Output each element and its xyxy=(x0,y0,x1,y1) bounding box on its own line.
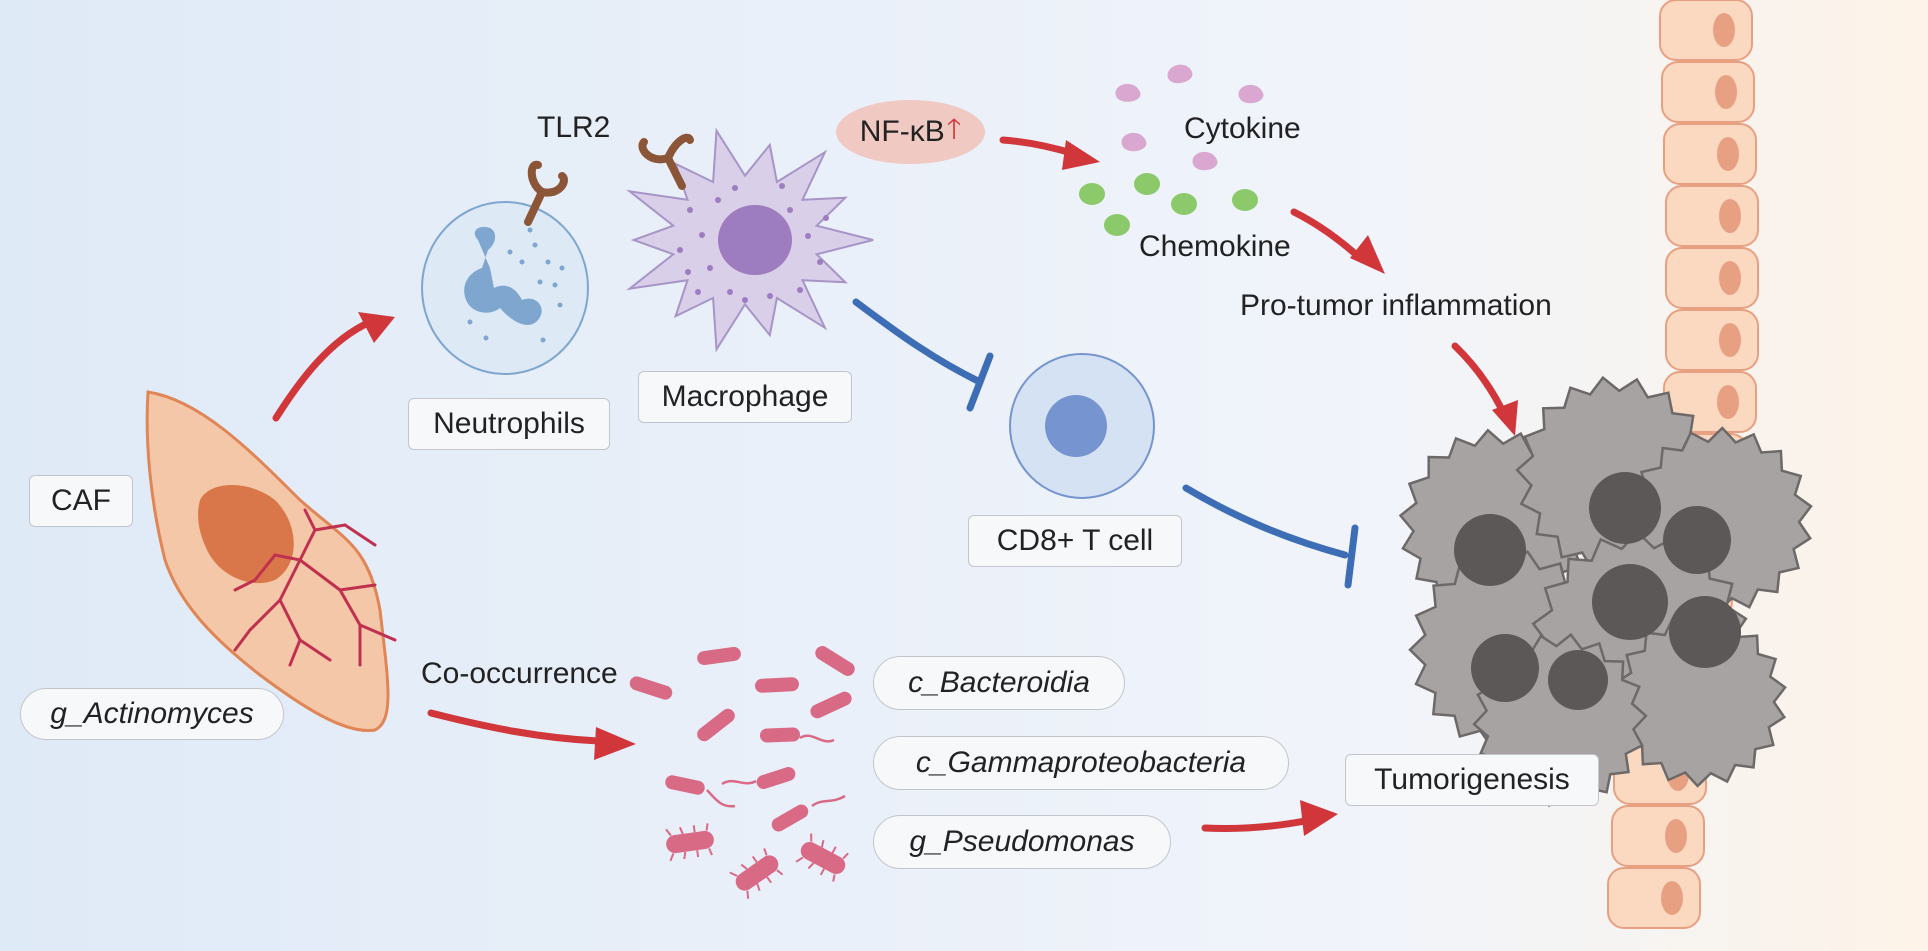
epithelial-cell xyxy=(1611,805,1705,867)
caf-label: CAF xyxy=(29,475,133,527)
macrophage-nucleus xyxy=(718,205,792,275)
cytokine-label: Cytokine xyxy=(1184,112,1301,145)
nfkb-label: NF-κB xyxy=(859,115,945,148)
epithelial-cell xyxy=(1665,247,1759,309)
epithelial-cell xyxy=(1659,0,1753,61)
neutrophil-nucleus xyxy=(464,226,542,325)
tlr2-receptor-neutrophil xyxy=(524,160,568,226)
tumorigenesis-label: Tumorigenesis xyxy=(1345,754,1599,806)
cd8-t-cell-label: CD8+ T cell xyxy=(968,515,1182,567)
epithelial-nucleus xyxy=(1717,137,1739,171)
arrow-caf-to-bacteria xyxy=(427,709,602,745)
epithelial-nucleus xyxy=(1715,75,1737,109)
caf-nucleus xyxy=(198,485,294,584)
pro-tumor-inflammation-label: Pro-tumor inflammation xyxy=(1240,289,1552,322)
tumor-nucleus xyxy=(1663,506,1731,574)
macrophage-cell xyxy=(626,127,874,353)
epithelial-cell xyxy=(1661,61,1755,123)
epithelial-nucleus xyxy=(1719,199,1741,233)
arrow-bacteria-to-tumorigenesis xyxy=(1201,816,1314,833)
tlr2-receptor-macrophage xyxy=(638,133,694,190)
chemokine-particles xyxy=(1079,173,1258,236)
epithelial-nucleus xyxy=(1665,819,1687,853)
pseudomonas-label: g_Pseudomonas xyxy=(873,815,1171,869)
tumor-cluster xyxy=(1398,375,1813,808)
t-cell-nucleus xyxy=(1045,395,1107,457)
cytokine-particles xyxy=(1115,64,1264,171)
caf-fibers xyxy=(233,508,397,667)
tumor-nucleus xyxy=(1592,564,1668,640)
macrophage-granules xyxy=(677,183,829,303)
inhibit-tcell-to-tumor xyxy=(1182,484,1349,559)
tumor-nucleus xyxy=(1471,634,1539,702)
neutrophil-cell xyxy=(421,160,589,375)
caf-cell xyxy=(145,390,397,733)
epithelial-cell xyxy=(1663,123,1757,185)
epithelial-cell xyxy=(1607,867,1701,929)
arrow-caf-to-immune xyxy=(272,318,374,422)
nfkb-badge: NF-κB 🡑 xyxy=(836,100,985,164)
tumor-nucleus xyxy=(1548,650,1608,710)
epithelial-nucleus xyxy=(1719,261,1741,295)
flagellated-bacteria xyxy=(665,823,849,899)
inhibition-lines xyxy=(852,298,1359,589)
bacteria-cluster xyxy=(629,646,855,899)
epithelial-nucleus xyxy=(1719,323,1741,357)
arrow-heads xyxy=(358,140,1518,836)
epithelial-cell xyxy=(1665,185,1759,247)
co-occurrence-label: Co-occurrence xyxy=(421,657,618,690)
inhibit-macrophage-to-tcell xyxy=(852,298,984,386)
cd8-t-cell xyxy=(1009,353,1155,499)
epithelial-nucleus xyxy=(1661,881,1683,915)
neutrophils-label: Neutrophils xyxy=(408,398,610,450)
tumor-nucleus xyxy=(1454,514,1526,586)
chemokine-label: Chemokine xyxy=(1139,230,1291,263)
tlr2-label: TLR2 xyxy=(537,111,611,144)
gammaproteobacteria-label: c_Gammaproteobacteria xyxy=(873,736,1289,790)
epithelial-nucleus xyxy=(1717,385,1739,419)
up-arrow-icon: 🡑 xyxy=(946,113,962,144)
macrophage-label: Macrophage xyxy=(638,371,852,423)
neutrophil-granules xyxy=(467,227,565,343)
tumor-nucleus xyxy=(1589,472,1661,544)
epithelial-cell xyxy=(1665,309,1759,371)
tumor-nucleus xyxy=(1669,596,1741,668)
epithelial-nucleus xyxy=(1713,13,1735,47)
bacteroidia-label: c_Bacteroidia xyxy=(873,656,1125,710)
actinomyces-label: g_Actinomyces xyxy=(20,688,284,740)
